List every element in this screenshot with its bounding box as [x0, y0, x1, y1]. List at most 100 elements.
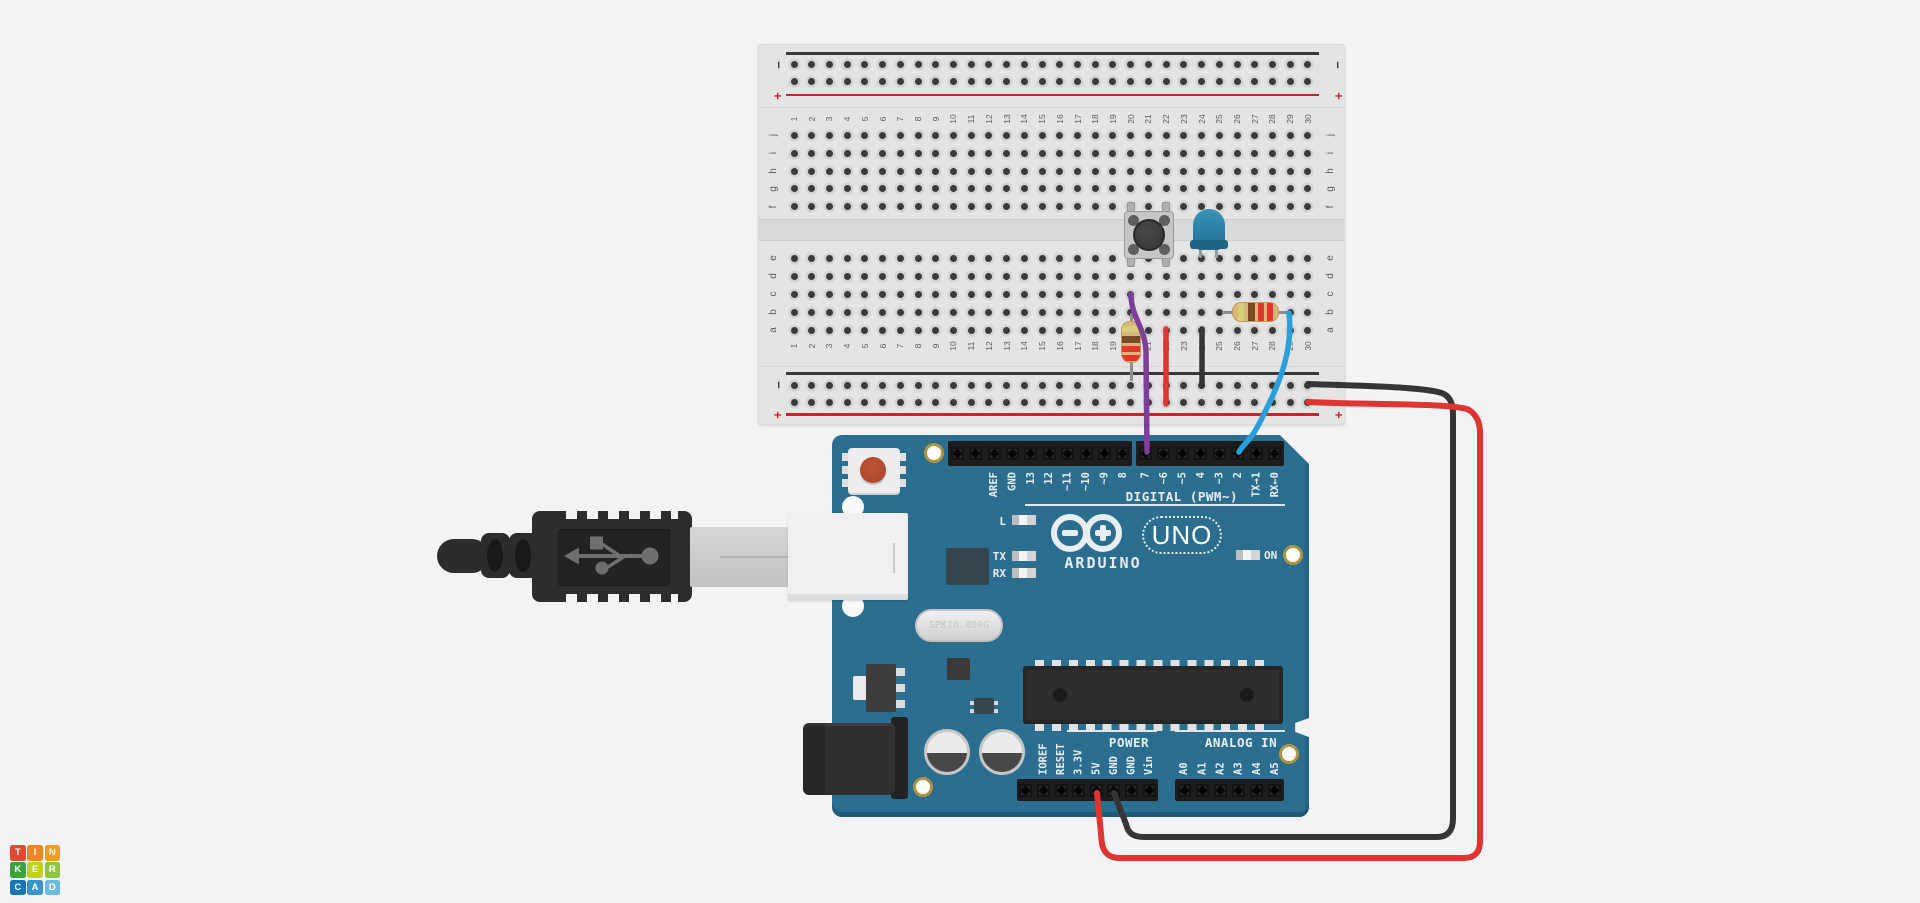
terminal-hole[interactable] — [896, 272, 904, 280]
terminal-hole[interactable] — [1056, 272, 1064, 280]
terminal-hole[interactable] — [1215, 326, 1223, 334]
terminal-hole[interactable] — [949, 308, 957, 316]
terminal-hole[interactable] — [1233, 149, 1241, 157]
rail-hole[interactable] — [896, 398, 904, 406]
terminal-hole[interactable] — [1162, 131, 1170, 139]
terminal-hole[interactable] — [967, 326, 975, 334]
rail-hole[interactable] — [843, 77, 851, 85]
header-pin-~9[interactable] — [1097, 447, 1111, 460]
terminal-hole[interactable] — [808, 149, 816, 157]
rail-hole[interactable] — [1127, 381, 1135, 389]
terminal-hole[interactable] — [949, 131, 957, 139]
rail-hole[interactable] — [949, 77, 957, 85]
terminal-hole[interactable] — [1162, 185, 1170, 192]
terminal-hole[interactable] — [1198, 185, 1206, 192]
rail-hole[interactable] — [1180, 60, 1188, 68]
terminal-hole[interactable] — [1198, 308, 1206, 316]
terminal-hole[interactable] — [1233, 131, 1241, 139]
pushbutton-cap[interactable] — [1133, 219, 1165, 251]
rail-hole[interactable] — [914, 398, 922, 406]
terminal-hole[interactable] — [932, 167, 940, 175]
terminal-hole[interactable] — [1180, 290, 1188, 298]
terminal-hole[interactable] — [1286, 254, 1294, 262]
terminal-hole[interactable] — [1127, 272, 1135, 280]
terminal-hole[interactable] — [967, 203, 975, 210]
terminal-hole[interactable] — [1074, 167, 1082, 175]
header-pin-12[interactable] — [1042, 447, 1056, 460]
rail-hole[interactable] — [1144, 77, 1152, 85]
terminal-hole[interactable] — [1056, 131, 1064, 139]
terminal-hole[interactable] — [1304, 254, 1312, 262]
terminal-hole[interactable] — [790, 308, 798, 316]
terminal-hole[interactable] — [1268, 203, 1276, 210]
terminal-hole[interactable] — [879, 326, 887, 334]
terminal-hole[interactable] — [1091, 131, 1099, 139]
terminal-hole[interactable] — [1091, 308, 1099, 316]
terminal-hole[interactable] — [1003, 290, 1011, 298]
terminal-hole[interactable] — [932, 326, 940, 334]
rail-hole[interactable] — [1003, 398, 1011, 406]
terminal-hole[interactable] — [1268, 167, 1276, 175]
rail-hole[interactable] — [1251, 398, 1259, 406]
terminal-hole[interactable] — [1198, 272, 1206, 280]
terminal-hole[interactable] — [1109, 167, 1117, 175]
header-pin-4[interactable] — [1194, 447, 1208, 460]
terminal-hole[interactable] — [949, 167, 957, 175]
rail-hole[interactable] — [1215, 60, 1223, 68]
terminal-hole[interactable] — [967, 290, 975, 298]
terminal-hole[interactable] — [1251, 185, 1259, 192]
terminal-hole[interactable] — [1233, 203, 1241, 210]
terminal-hole[interactable] — [1003, 272, 1011, 280]
header-pin-2[interactable] — [1231, 447, 1245, 460]
rail-hole[interactable] — [1286, 381, 1294, 389]
resistor-body[interactable] — [1232, 302, 1279, 322]
rail-hole[interactable] — [879, 398, 887, 406]
terminal-hole[interactable] — [1074, 272, 1082, 280]
rail-hole[interactable] — [949, 381, 957, 389]
terminal-hole[interactable] — [1020, 272, 1028, 280]
terminal-hole[interactable] — [861, 167, 869, 175]
rail-hole[interactable] — [1003, 60, 1011, 68]
header-pin-A2[interactable] — [1213, 783, 1227, 797]
terminal-hole[interactable] — [896, 308, 904, 316]
header-pin-~10[interactable] — [1079, 447, 1093, 460]
header-pin-3.3V[interactable] — [1072, 783, 1086, 797]
rail-hole[interactable] — [1233, 60, 1241, 68]
terminal-hole[interactable] — [914, 167, 922, 175]
rail-hole[interactable] — [896, 60, 904, 68]
terminal-hole[interactable] — [914, 308, 922, 316]
rail-hole[interactable] — [1286, 77, 1294, 85]
terminal-hole[interactable] — [825, 308, 833, 316]
terminal-hole[interactable] — [1286, 131, 1294, 139]
terminal-hole[interactable] — [1251, 149, 1259, 157]
terminal-hole[interactable] — [1162, 149, 1170, 157]
rail-hole[interactable] — [1109, 398, 1117, 406]
rail-hole[interactable] — [1020, 381, 1028, 389]
rail-hole[interactable] — [843, 381, 851, 389]
rail-hole[interactable] — [808, 60, 816, 68]
rail-hole[interactable] — [1304, 60, 1312, 68]
rail-hole[interactable] — [808, 77, 816, 85]
terminal-hole[interactable] — [790, 167, 798, 175]
rail-hole[interactable] — [967, 398, 975, 406]
terminal-hole[interactable] — [843, 308, 851, 316]
terminal-hole[interactable] — [1038, 185, 1046, 192]
terminal-hole[interactable] — [896, 254, 904, 262]
terminal-hole[interactable] — [914, 131, 922, 139]
terminal-hole[interactable] — [1091, 254, 1099, 262]
rail-hole[interactable] — [1038, 381, 1046, 389]
terminal-hole[interactable] — [1180, 308, 1188, 316]
rail-hole[interactable] — [1268, 60, 1276, 68]
terminal-hole[interactable] — [879, 290, 887, 298]
terminal-hole[interactable] — [1180, 167, 1188, 175]
terminal-hole[interactable] — [790, 290, 798, 298]
terminal-hole[interactable] — [1074, 203, 1082, 210]
terminal-hole[interactable] — [1162, 290, 1170, 298]
rail-hole[interactable] — [879, 77, 887, 85]
rail-hole[interactable] — [914, 77, 922, 85]
terminal-hole[interactable] — [843, 254, 851, 262]
terminal-hole[interactable] — [825, 272, 833, 280]
terminal-hole[interactable] — [861, 290, 869, 298]
terminal-hole[interactable] — [1144, 272, 1152, 280]
terminal-hole[interactable] — [985, 308, 993, 316]
